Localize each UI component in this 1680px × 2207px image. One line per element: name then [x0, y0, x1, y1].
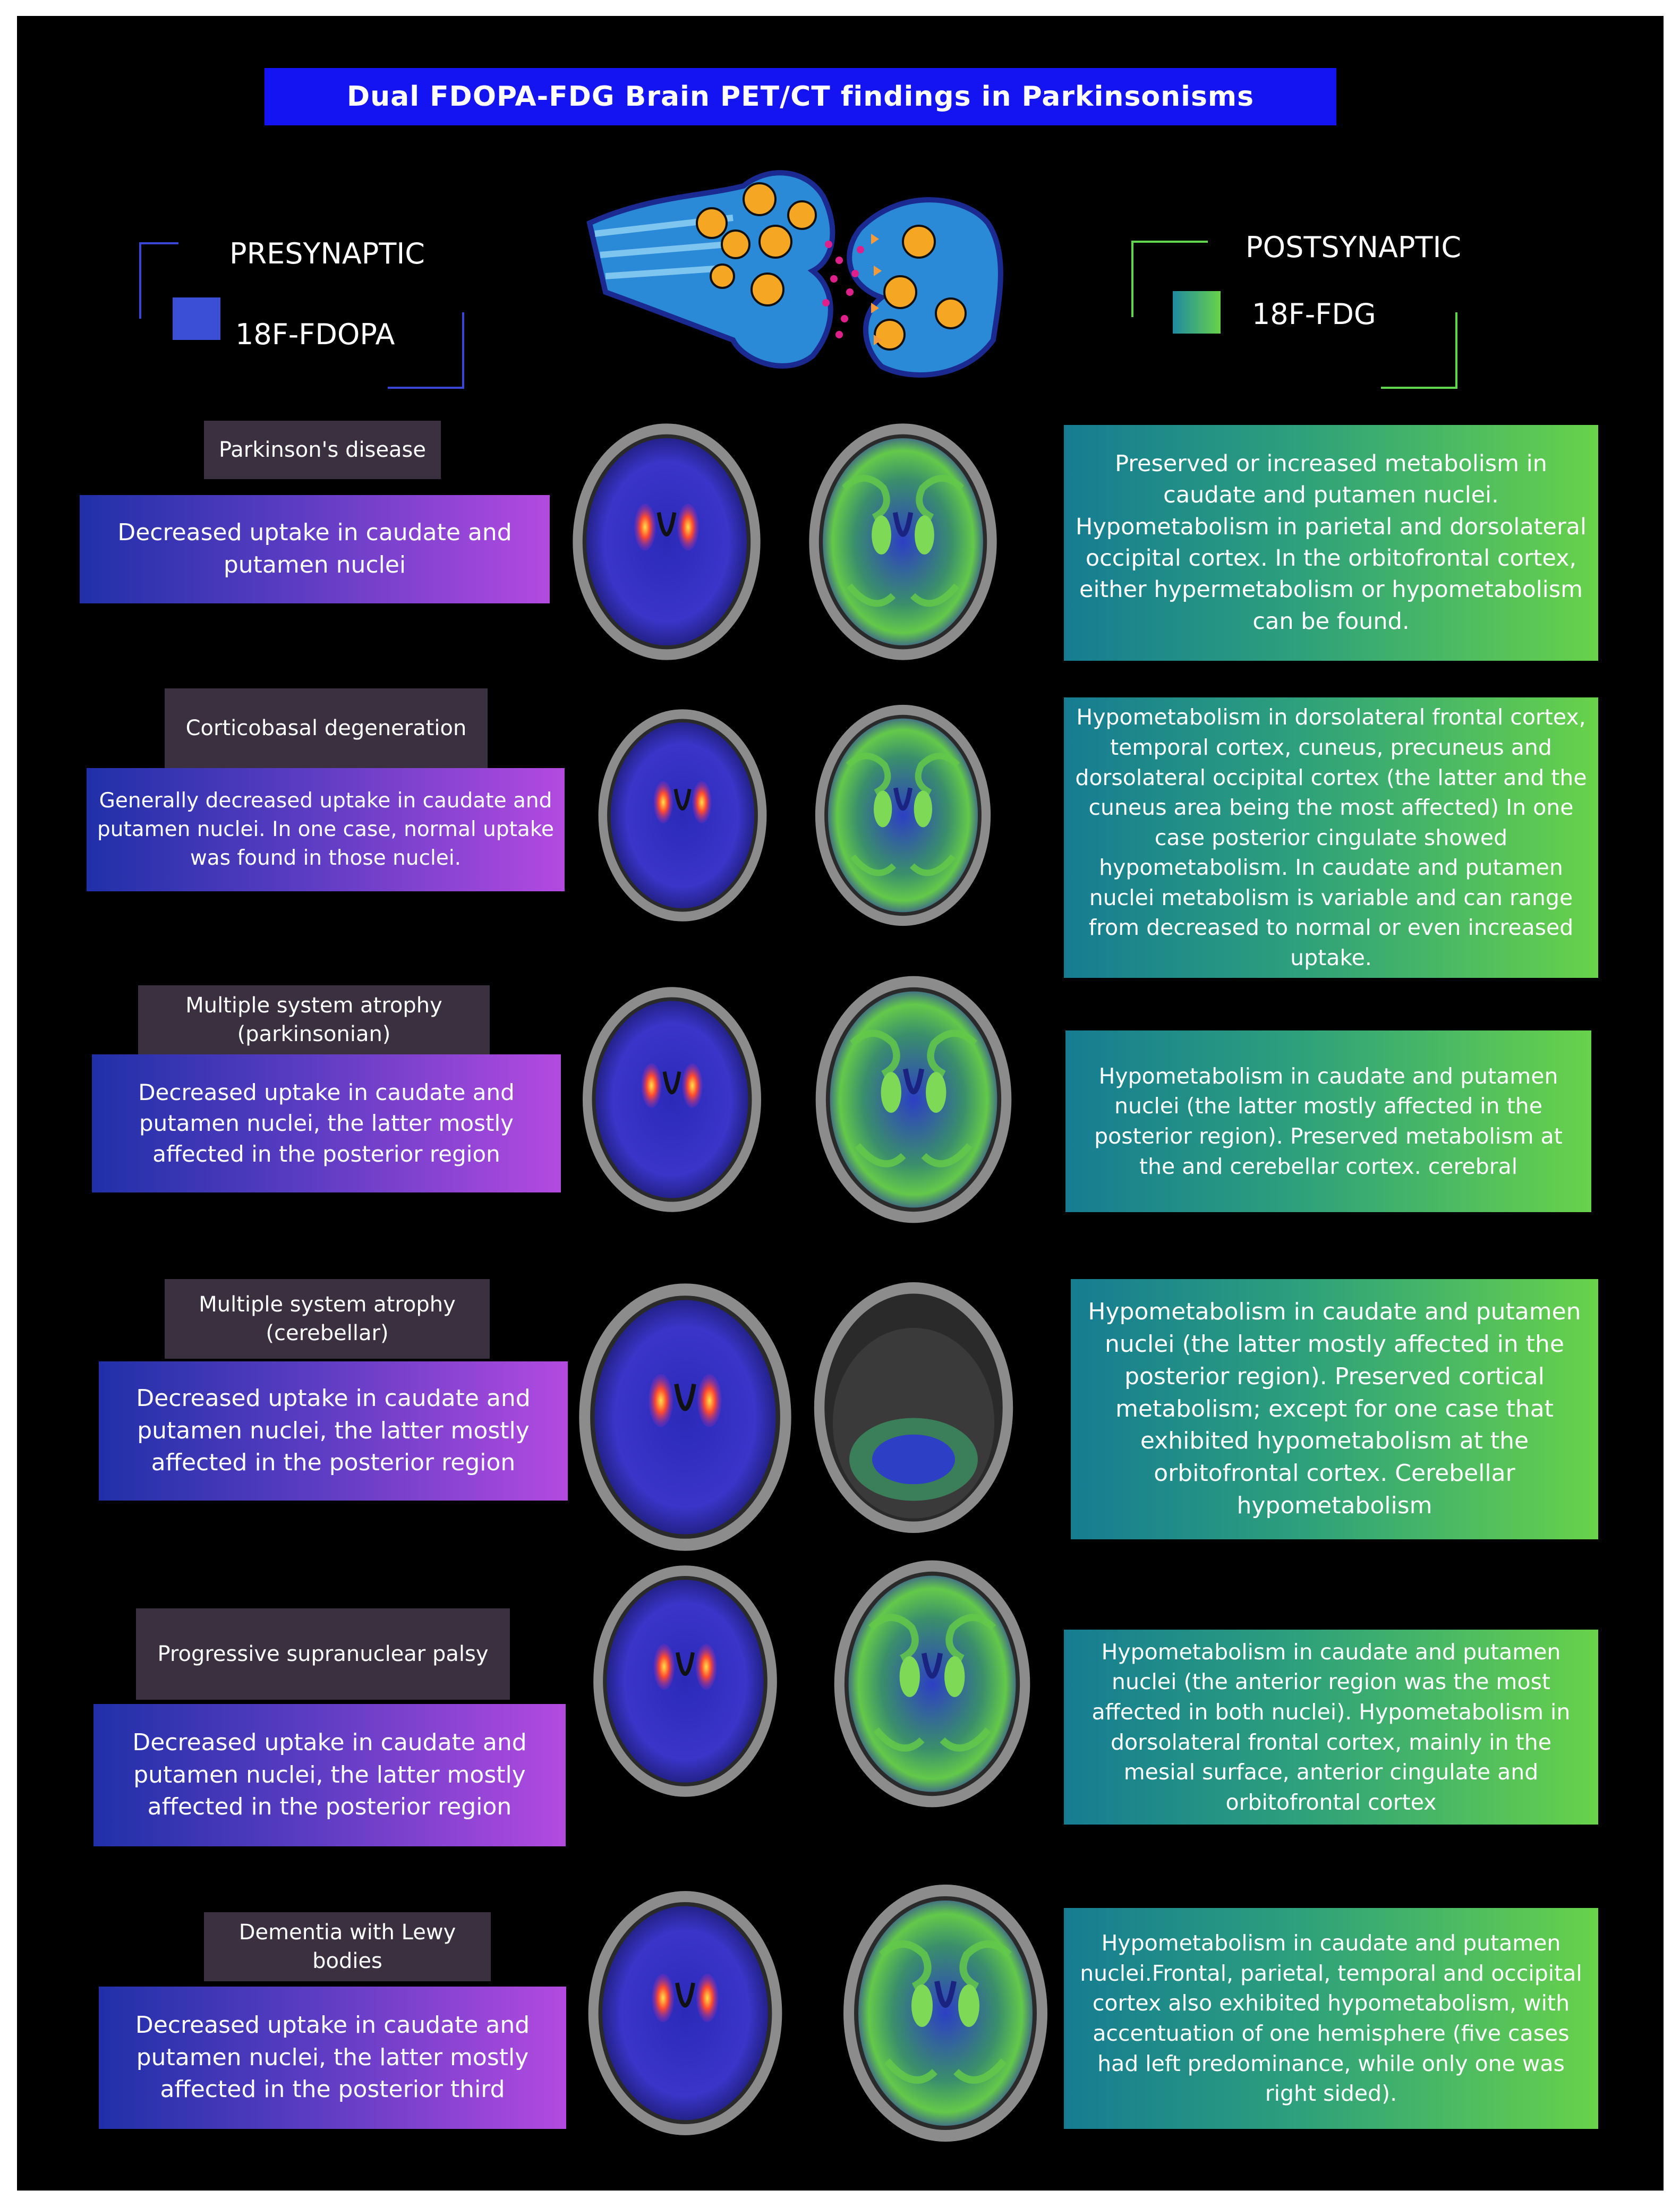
fdg-scan-msa-cerebellar	[814, 1282, 1013, 1533]
postsynaptic-heading: POSTSYNAPTIC	[1246, 231, 1462, 264]
fdg-finding-msa-cerebellar: Hypometabolism in caudate and putamen nu…	[1071, 1279, 1598, 1539]
fdg-scan-dlb	[843, 1885, 1047, 2142]
fdg-finding-psp: Hypometabolism in caudate and putamen nu…	[1064, 1630, 1598, 1825]
fdopa-finding-psp: Decreased uptake in caudate and putamen …	[93, 1704, 566, 1846]
presynaptic-bracket-top	[139, 242, 178, 319]
fdopa-scan-msa-cerebellar	[579, 1283, 791, 1551]
fdg-scan-msa-parkinsonian	[815, 976, 1012, 1223]
fdopa-finding-msa-parkinsonian: Decreased uptake in caudate and putamen …	[92, 1054, 561, 1192]
fdopa-finding-parkinsons: Decreased uptake in caudate and putamen …	[80, 495, 550, 603]
postsynaptic-bracket-bottom	[1381, 312, 1457, 389]
fdg-scan-psp	[834, 1560, 1030, 1808]
disease-label-dlb: Dementia with Lewy bodies	[204, 1912, 491, 1981]
fdopa-scan-psp	[593, 1565, 777, 1797]
fdopa-finding-corticobasal: Generally decreased uptake in caudate an…	[87, 768, 565, 891]
fdopa-finding-msa-cerebellar: Decreased uptake in caudate and putamen …	[99, 1361, 568, 1501]
fdg-finding-parkinsons: Preserved or increased metabolism in cau…	[1064, 425, 1598, 661]
fdg-legend-swatch	[1173, 291, 1221, 334]
fdopa-finding-dlb: Decreased uptake in caudate and putamen …	[99, 1987, 566, 2129]
presynaptic-bracket-bottom	[388, 312, 464, 389]
page-title: Dual FDOPA-FDG Brain PET/CT findings in …	[265, 68, 1336, 125]
fdopa-scan-dlb	[588, 1891, 782, 2135]
disease-label-parkinsons: Parkinson's disease	[204, 421, 441, 479]
fdopa-scan-corticobasal	[598, 709, 767, 922]
fdg-legend-label: 18F-FDG	[1252, 297, 1376, 331]
disease-label-msa-cerebellar: Multiple system atrophy (cerebellar)	[165, 1279, 490, 1359]
fdg-scan-corticobasal	[815, 704, 991, 926]
disease-label-msa-parkinsonian: Multiple system atrophy (parkinsonian)	[138, 985, 490, 1054]
disease-label-corticobasal: Corticobasal degeneration	[165, 688, 488, 768]
postsynaptic-bracket-top	[1131, 241, 1208, 317]
fdopa-legend-swatch	[173, 297, 220, 340]
disease-label-psp: Progressive supranuclear palsy	[136, 1608, 510, 1700]
fdg-finding-corticobasal: Hypometabolism in dorsolateral frontal c…	[1064, 697, 1598, 978]
fdg-scan-parkinsons	[809, 423, 997, 660]
fdg-finding-dlb: Hypometabolism in caudate and putamen nu…	[1064, 1908, 1598, 2129]
fdopa-scan-msa-parkinsonian	[583, 987, 761, 1212]
fdg-finding-msa-parkinsonian: Hypometabolism in caudate and putamen nu…	[1065, 1030, 1591, 1212]
presynaptic-heading: PRESYNAPTIC	[229, 237, 425, 270]
synapse-illustration	[586, 170, 1003, 378]
fdopa-scan-parkinsons	[573, 423, 761, 660]
fdopa-legend-label: 18F-FDOPA	[235, 318, 395, 351]
